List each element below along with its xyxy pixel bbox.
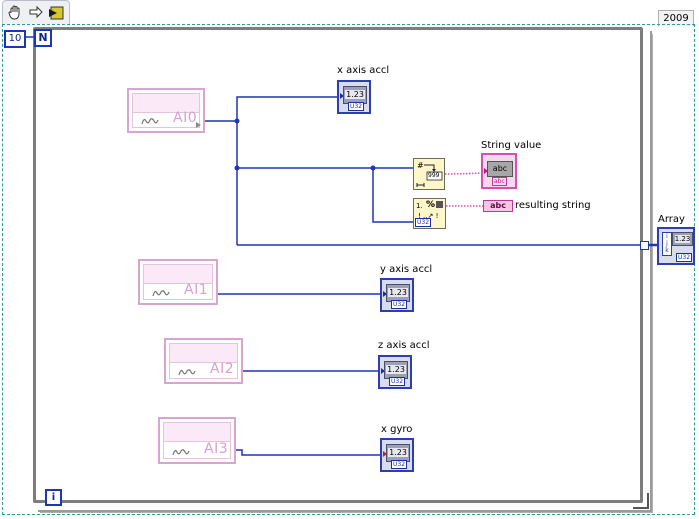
run-highlight-icon[interactable]: [47, 3, 65, 21]
z-axis-accl-indicator[interactable]: 1.23 U32: [378, 355, 412, 389]
conversion-icon: #: [416, 161, 443, 187]
y-axis-accl-indicator[interactable]: 1.23 U32: [380, 278, 414, 312]
array-element: 1.23: [672, 232, 693, 246]
arrow-right-icon[interactable]: [27, 3, 45, 21]
input-arrow-icon: [484, 168, 488, 174]
ai0-label: AI0: [173, 110, 198, 126]
u32-tag: U32: [391, 460, 408, 469]
u32-tag: U32: [348, 102, 365, 111]
ai0-header: [133, 94, 199, 113]
ai0-output-arrow: [196, 122, 201, 128]
x-axis-accl-label: x axis accl: [337, 65, 390, 76]
string-value-label: String value: [481, 140, 542, 151]
format-value-node[interactable]: 1. ! ..↗ ! % U32: [413, 198, 446, 229]
loop-count-terminal[interactable]: N: [34, 29, 52, 47]
input-arrow-icon: [340, 93, 344, 99]
loop-output-tunnel[interactable]: [640, 241, 649, 250]
z-axis-accl-label: z axis accl: [378, 340, 430, 351]
ai1-header: [144, 265, 212, 284]
loop-iteration-terminal[interactable]: i: [45, 489, 62, 506]
svg-text:1.: 1.: [416, 202, 423, 210]
ai1-channel[interactable]: AI1: [138, 259, 218, 305]
y-axis-accl-label: y axis accl: [380, 264, 433, 275]
ai3-frame: [163, 422, 231, 459]
ai1-label: AI1: [184, 282, 209, 298]
x-axis-accl-indicator[interactable]: 1.23 U32: [337, 80, 371, 114]
string-face: abc: [487, 161, 513, 177]
u32-tag: U32: [389, 377, 406, 386]
ai3-header: [164, 423, 230, 442]
input-arrow-icon: [383, 291, 387, 297]
svg-text:! ..↗ !: ! ..↗ !: [418, 212, 438, 220]
string-value-indicator[interactable]: abc abc: [481, 153, 517, 189]
resulting-string-terminal[interactable]: abc: [483, 200, 513, 212]
u32-tag: U32: [415, 218, 432, 227]
node-digits: 999: [428, 172, 440, 179]
block-diagram-frame: [2, 24, 695, 515]
x-gyro-indicator[interactable]: 1.23 U32: [380, 438, 414, 472]
year-tab[interactable]: 2009: [658, 10, 694, 26]
format-percent: %: [426, 200, 436, 210]
ai2-header: [170, 344, 237, 363]
resulting-string-label: resulting string: [515, 200, 591, 211]
waveform-icon: [152, 290, 170, 297]
input-arrow-icon: [383, 451, 387, 457]
format-icon: 1. ! ..↗ !: [416, 201, 443, 220]
number-to-string-node[interactable]: # 999: [413, 158, 445, 190]
hand-icon[interactable]: [6, 3, 24, 21]
loop-shadow: [38, 31, 652, 512]
svg-text:#: #: [417, 161, 424, 170]
abc-tag: abc: [492, 177, 507, 186]
x-gyro-label: x gyro: [381, 424, 413, 435]
input-arrow-icon: [381, 368, 385, 374]
ai0-frame: [132, 93, 200, 128]
loop-resize-corner[interactable]: [633, 493, 649, 509]
ai3-channel[interactable]: AI3: [158, 417, 236, 464]
array-label: Array: [658, 214, 685, 225]
loop-count-constant[interactable]: 10: [4, 30, 26, 48]
ai1-frame: [143, 264, 213, 300]
ai0-channel[interactable]: AI0: [127, 88, 205, 133]
u32-tag: U32: [391, 300, 408, 309]
u32-tag: U32: [676, 253, 693, 262]
ai3-label: AI3: [204, 441, 229, 457]
waveform-icon: [178, 369, 196, 376]
ai2-channel[interactable]: AI2: [164, 338, 243, 384]
waveform-icon: [141, 118, 159, 125]
ai2-frame: [169, 343, 238, 379]
waveform-icon: [172, 449, 190, 456]
ai2-label: AI2: [210, 361, 235, 377]
loop-shadow-outer: [40, 34, 653, 513]
